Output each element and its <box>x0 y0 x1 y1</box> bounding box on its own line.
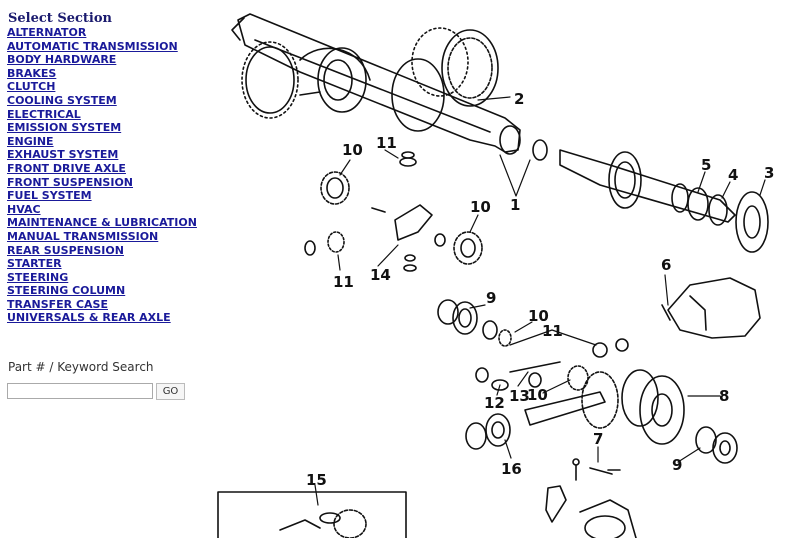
go-button[interactable]: GO <box>156 383 185 400</box>
section-list-item: UNIVERSALS & REAR AXLE <box>7 311 207 325</box>
section-link-maintenance-and-lubrication[interactable]: MAINTENANCE & LUBRICATION <box>7 216 197 230</box>
section-list-item: STARTER <box>7 257 207 271</box>
section-list-item: MANUAL TRANSMISSION <box>7 230 207 244</box>
callout-14: 14 <box>370 266 391 284</box>
callout-10-d: 10 <box>527 386 548 404</box>
section-list-item: CLUTCH <box>7 80 207 94</box>
callout-numbers: 2 1 3 4 5 6 7 8 9 9 10 10 10 10 11 11 11… <box>306 90 774 489</box>
section-link-brakes[interactable]: BRAKES <box>7 66 57 80</box>
section-link-hvac[interactable]: HVAC <box>7 202 41 216</box>
callout-11-b: 11 <box>333 273 354 291</box>
section-list-item: BODY HARDWARE <box>7 53 207 67</box>
section-list-item: FRONT SUSPENSION <box>7 176 207 190</box>
section-link-cooling-system[interactable]: COOLING SYSTEM <box>7 93 117 107</box>
section-link-steering[interactable]: STEERING <box>7 270 69 284</box>
part-search-input[interactable] <box>7 383 153 399</box>
section-link-fuel-system[interactable]: FUEL SYSTEM <box>7 189 92 203</box>
bearing-lower <box>695 426 738 464</box>
section-nav-title: Select Section <box>8 11 112 26</box>
section-link-transfer-case[interactable]: TRANSFER CASE <box>7 297 108 311</box>
ring-gear-inset <box>217 491 407 538</box>
section-link-front-suspension[interactable]: FRONT SUSPENSION <box>7 175 134 189</box>
callout-10-c: 10 <box>528 307 549 325</box>
section-link-exhaust-system[interactable]: EXHAUST SYSTEM <box>7 148 119 162</box>
callout-9-lower: 9 <box>672 456 682 474</box>
side-gears <box>304 151 483 265</box>
gasket-left <box>241 41 299 119</box>
section-list-item: ELECTRICAL <box>7 108 207 122</box>
section-list-item: FRONT DRIVE AXLE <box>7 162 207 176</box>
axle-shaft <box>532 139 769 253</box>
section-link-electrical[interactable]: ELECTRICAL <box>7 107 81 121</box>
search-label: Part # / Keyword Search <box>8 360 154 374</box>
callout-11-c: 11 <box>542 322 563 340</box>
callout-7: 7 <box>593 430 603 448</box>
callout-10-a: 10 <box>342 141 363 159</box>
section-list-item: STEERING <box>7 271 207 285</box>
pinion-shaft <box>371 204 446 272</box>
callout-10-b: 10 <box>470 198 491 216</box>
section-link-automatic-transmission[interactable]: AUTOMATIC TRANSMISSION <box>7 39 178 53</box>
callout-3: 3 <box>764 164 774 182</box>
callout-4: 4 <box>728 166 738 184</box>
pinion-gear <box>509 361 606 426</box>
callout-11-a: 11 <box>376 134 397 152</box>
section-link-starter[interactable]: STARTER <box>7 257 62 271</box>
differential-case <box>475 329 685 445</box>
section-link-clutch[interactable]: CLUTCH <box>7 80 56 94</box>
callout-13: 13 <box>509 387 530 405</box>
callout-9-upper: 9 <box>486 289 496 307</box>
section-list-item: EMISSION SYSTEM <box>7 121 207 135</box>
leader-lines <box>314 96 766 506</box>
section-list-item: ENGINE <box>7 135 207 149</box>
callout-12: 12 <box>484 394 505 412</box>
section-list-item: TRANSFER CASE <box>7 298 207 312</box>
callout-16: 16 <box>501 460 522 478</box>
companion-seal <box>465 413 511 450</box>
section-list-item: STEERING COLUMN <box>7 284 207 298</box>
section-link-universals-and-rear-axle[interactable]: UNIVERSALS & REAR AXLE <box>7 311 171 325</box>
section-list-item: ALTERNATOR <box>7 26 207 40</box>
section-list-item: EXHAUST SYSTEM <box>7 148 207 162</box>
section-link-steering-column[interactable]: STEERING COLUMN <box>7 284 126 298</box>
callout-5: 5 <box>701 156 711 174</box>
callout-15: 15 <box>306 471 327 489</box>
bolts <box>572 458 621 481</box>
section-link-engine[interactable]: ENGINE <box>7 134 54 148</box>
callout-2: 2 <box>514 90 524 108</box>
section-link-alternator[interactable]: ALTERNATOR <box>7 26 87 39</box>
section-list-item: FUEL SYSTEM <box>7 189 207 203</box>
differential-carrier <box>661 277 761 339</box>
section-link-front-drive-axle[interactable]: FRONT DRIVE AXLE <box>7 161 126 175</box>
callout-6: 6 <box>661 256 671 274</box>
section-list-item: AUTOMATIC TRANSMISSION <box>7 40 207 54</box>
axle-housing <box>231 13 521 155</box>
section-list-item: MAINTENANCE & LUBRICATION <box>7 216 207 230</box>
section-link-rear-suspension[interactable]: REAR SUSPENSION <box>7 243 124 257</box>
callout-1: 1 <box>510 196 520 214</box>
callout-8: 8 <box>719 387 729 405</box>
section-link-body-hardware[interactable]: BODY HARDWARE <box>7 53 117 67</box>
carrier-cover <box>545 485 637 538</box>
section-list-item: BRAKES <box>7 67 207 81</box>
section-link-manual-transmission[interactable]: MANUAL TRANSMISSION <box>7 229 159 243</box>
section-link-emission-system[interactable]: EMISSION SYSTEM <box>7 121 122 135</box>
gasket-right <box>411 27 499 107</box>
section-list-item: REAR SUSPENSION <box>7 244 207 258</box>
section-list-item: COOLING SYSTEM <box>7 94 207 108</box>
section-list-item: HVAC <box>7 203 207 217</box>
bearing-upper <box>437 299 498 340</box>
